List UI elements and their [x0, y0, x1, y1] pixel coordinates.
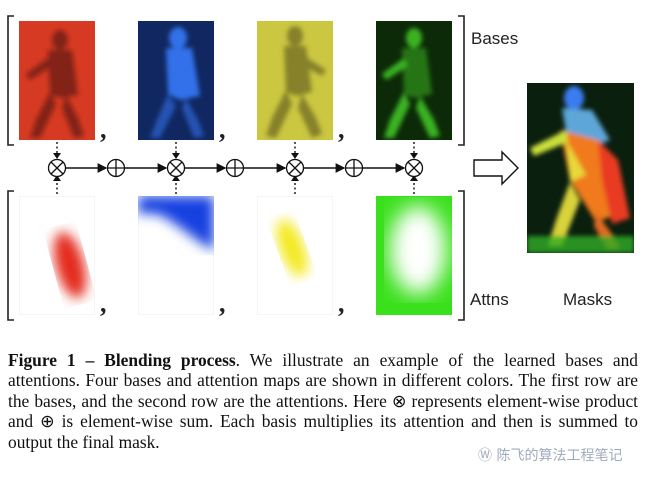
caption-label: Figure 1 – Blending process — [8, 350, 236, 370]
comma-5: , — [219, 289, 226, 318]
comma-4: , — [100, 289, 107, 318]
basis-image-3 — [257, 21, 333, 140]
blending-process-figure: , , , Bases , , , Attns — [7, 15, 634, 321]
figure-caption: Figure 1 – Blending process. We illustra… — [8, 350, 638, 452]
bases-label: Bases — [471, 29, 518, 48]
basis-image-4 — [376, 21, 452, 140]
attention-map-3 — [257, 196, 333, 315]
final-mask-image — [527, 83, 634, 253]
masks-label: Masks — [563, 290, 612, 309]
bases-right-bracket — [458, 15, 465, 146]
product-operator-3 — [285, 158, 305, 178]
sum-operator-3 — [344, 158, 364, 178]
comma-3: , — [338, 115, 345, 144]
product-operator-4 — [404, 158, 424, 178]
comma-2: , — [219, 115, 226, 144]
sum-operator-2 — [225, 158, 245, 178]
basis-image-2 — [138, 21, 214, 140]
product-operator-2 — [166, 158, 186, 178]
attention-map-1 — [19, 196, 95, 315]
attention-map-2 — [138, 196, 214, 315]
attns-left-bracket — [7, 190, 14, 321]
sum-operator-1 — [106, 158, 126, 178]
attns-label: Attns — [470, 290, 509, 309]
watermark: Ⓦ 陈飞的算法工程笔记 — [478, 448, 623, 464]
output-arrow — [473, 150, 519, 186]
bases-left-bracket — [7, 15, 14, 146]
attns-right-bracket — [458, 190, 465, 321]
comma-1: , — [100, 115, 107, 144]
attention-map-4 — [376, 196, 452, 315]
comma-6: , — [338, 289, 345, 318]
caption-text: . We illustrate an example of the learne… — [8, 350, 638, 452]
product-operator-1 — [47, 158, 67, 178]
basis-image-1 — [19, 21, 95, 140]
